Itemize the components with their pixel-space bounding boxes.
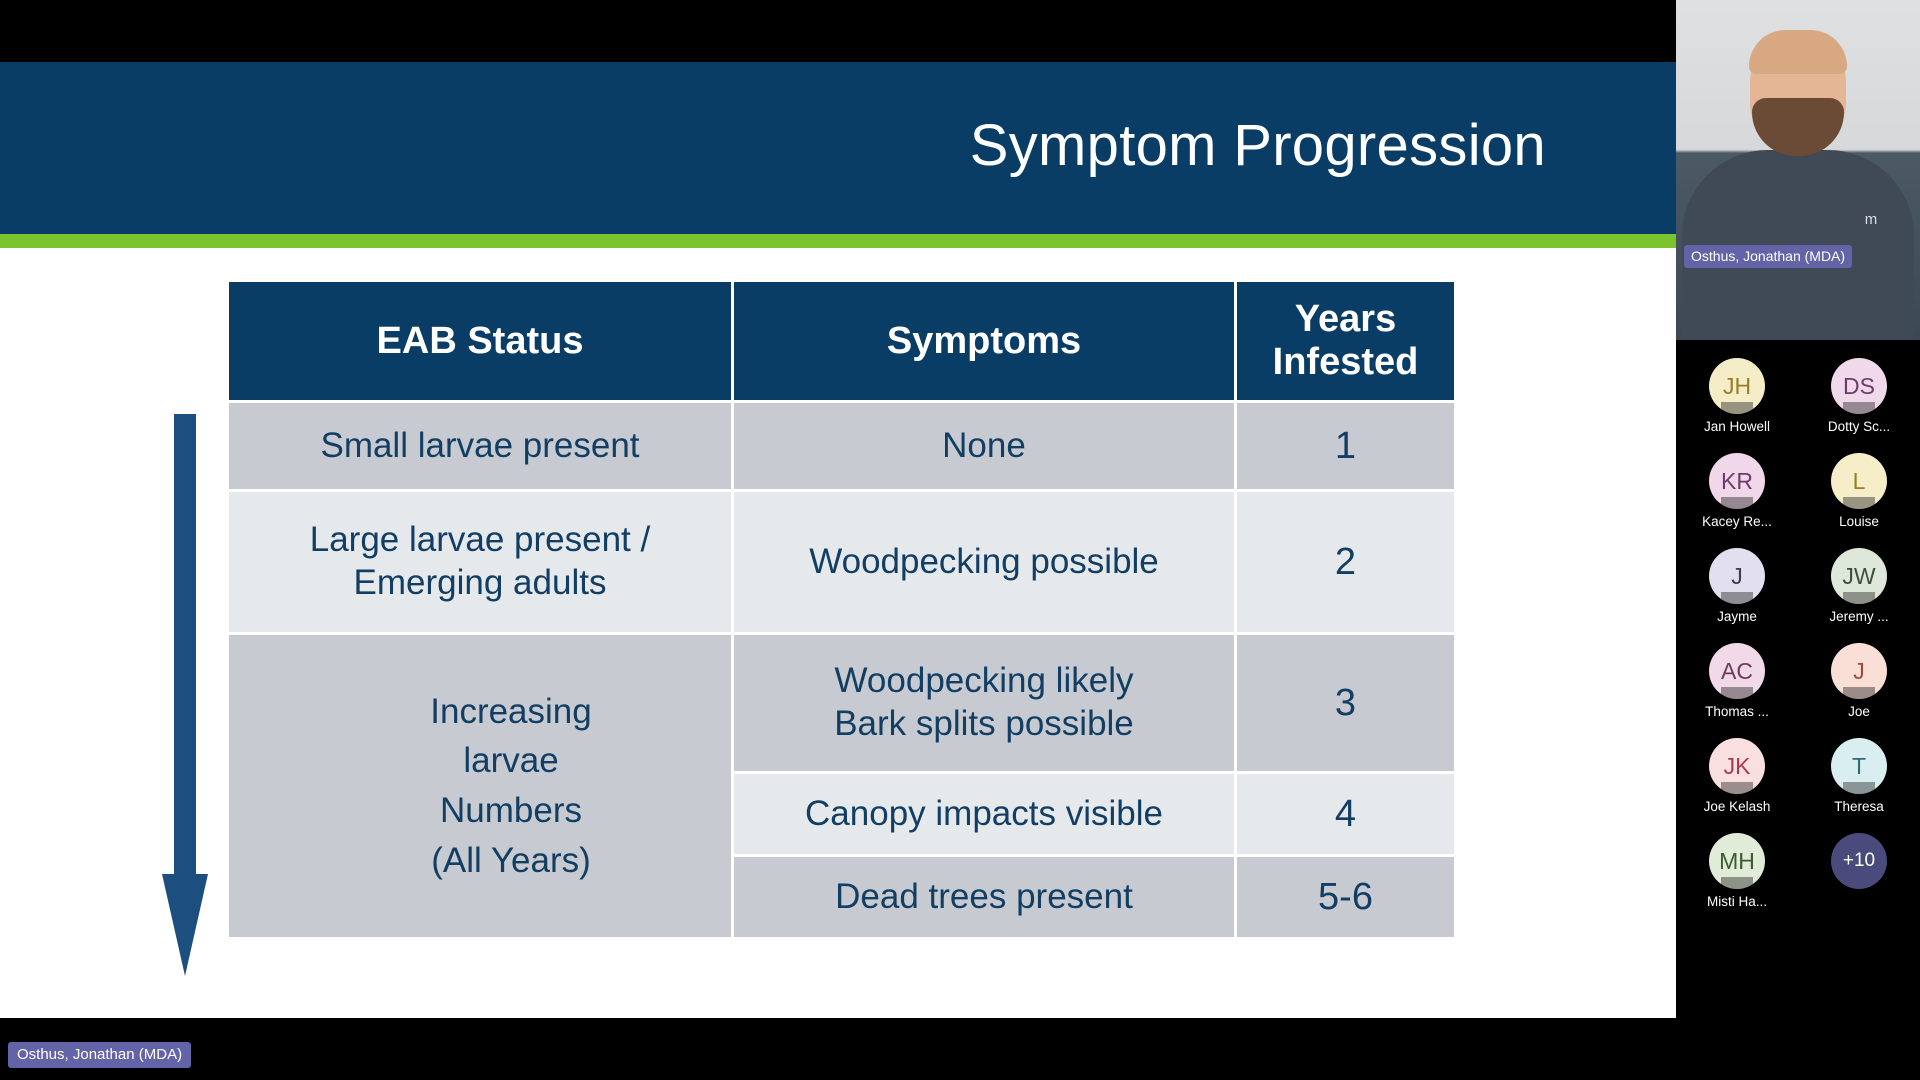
avatar: DS xyxy=(1831,358,1887,414)
self-name-badge: Osthus, Jonathan (MDA) xyxy=(8,1042,192,1068)
cell-years-4: 4 xyxy=(1237,774,1454,854)
participant-name: Misti Ha... xyxy=(1706,894,1767,909)
participant-name: Theresa xyxy=(1834,799,1884,814)
cell-years-3: 3 xyxy=(1237,635,1454,771)
table-row: Large larvae present / Emerging adults W… xyxy=(229,492,1454,632)
symptom-progression-table-wrapper: EAB Status Symptoms Years Infested Small… xyxy=(226,279,1454,940)
cell-symptoms-1: None xyxy=(734,403,1234,489)
table-row: Canopy impacts visible 4 xyxy=(229,774,1454,854)
cell-years-5: 5-6 xyxy=(1237,857,1454,937)
cell-years-1: 1 xyxy=(1237,403,1454,489)
participant-tile[interactable]: JH Jan Howell xyxy=(1676,352,1798,447)
participant-name: Joe xyxy=(1848,704,1870,719)
table-row: Small larvae present None 1 xyxy=(229,403,1454,489)
table-row: Dead trees present 5-6 xyxy=(229,857,1454,937)
accent-rule xyxy=(0,234,1676,248)
cell-symptoms-4: Canopy impacts visible xyxy=(734,774,1234,854)
table-row: Increasing larvae Numbers (All Years) Wo… xyxy=(229,635,1454,937)
avatar: L xyxy=(1831,453,1887,509)
table-header-row: EAB Status Symptoms Years Infested xyxy=(229,282,1454,400)
avatar: J xyxy=(1831,643,1887,699)
merged-line2: larvae xyxy=(463,741,559,781)
participant-tile[interactable]: L Louise xyxy=(1798,447,1920,542)
merged-line1: Increasing xyxy=(430,691,592,731)
cell-eab-status-2: Large larvae present / Emerging adults xyxy=(229,492,731,632)
cell-eab-status-merged: Increasing larvae Numbers (All Years) xyxy=(229,635,731,937)
symptoms-3-line1: Woodpecking likely xyxy=(834,661,1134,701)
eab-status-2-line1: Large larvae present / xyxy=(309,520,651,560)
presenter-video-tile[interactable]: m Osthus, Jonathan (MDA) xyxy=(1676,0,1920,340)
participant-name: Louise xyxy=(1839,514,1879,529)
presenter-name-badge: Osthus, Jonathan (MDA) xyxy=(1684,245,1853,268)
slide-title-band: Symptom Progression xyxy=(0,62,1676,234)
avatar: AC xyxy=(1709,643,1765,699)
column-header-eab-status: EAB Status xyxy=(229,282,731,400)
participant-tile[interactable]: +10 xyxy=(1798,827,1920,922)
participant-name: Joe Kelash xyxy=(1703,799,1771,814)
column-header-years-infested: Years Infested xyxy=(1237,282,1454,400)
avatar: KR xyxy=(1709,453,1765,509)
participant-overflow-avatar: +10 xyxy=(1831,833,1887,889)
avatar: T xyxy=(1831,738,1887,794)
participant-name: Thomas ... xyxy=(1705,704,1769,719)
participant-tile[interactable]: AC Thomas ... xyxy=(1676,637,1798,732)
cell-eab-status-1: Small larvae present xyxy=(229,403,731,489)
participant-tile[interactable]: JK Joe Kelash xyxy=(1676,732,1798,827)
participant-name: Dotty Sc... xyxy=(1827,419,1891,434)
shared-content-stage: Symptom Progression EAB Status Symptoms xyxy=(0,62,1676,1018)
participant-tile[interactable]: J Jayme xyxy=(1676,542,1798,637)
shirt-logo-icon: m xyxy=(1864,211,1878,228)
cell-symptoms-2: Woodpecking possible xyxy=(734,492,1234,632)
avatar: JW xyxy=(1831,548,1887,604)
merged-line3: Numbers xyxy=(440,791,582,830)
participant-tile[interactable]: MH Misti Ha... xyxy=(1676,827,1798,922)
years-header-line2: Infested xyxy=(1272,341,1419,383)
years-header-line1: Years xyxy=(1294,298,1397,341)
slide-title: Symptom Progression xyxy=(969,113,1546,178)
participant-tile[interactable]: JW Jeremy ... xyxy=(1798,542,1920,637)
participant-name: Kacey Re... xyxy=(1702,514,1772,529)
symptoms-3-line2: Bark splits possible xyxy=(834,704,1134,743)
cell-symptoms-3: Woodpecking likely Bark splits possible xyxy=(734,635,1234,771)
participant-name: Jeremy ... xyxy=(1829,609,1889,624)
participant-tile[interactable]: J Joe xyxy=(1798,637,1920,732)
presenter-hair xyxy=(1749,30,1847,74)
participant-name: Jan Howell xyxy=(1703,419,1771,434)
symptom-progression-table: EAB Status Symptoms Years Infested Small… xyxy=(226,279,1457,940)
column-header-symptoms: Symptoms xyxy=(734,282,1234,400)
presentation-slide: Symptom Progression EAB Status Symptoms xyxy=(0,62,1676,1018)
cell-symptoms-5: Dead trees present xyxy=(734,857,1234,937)
participant-tile[interactable]: DS Dotty Sc... xyxy=(1798,352,1920,447)
cell-years-2: 2 xyxy=(1237,492,1454,632)
avatar: J xyxy=(1709,548,1765,604)
participant-tile[interactable]: T Theresa xyxy=(1798,732,1920,827)
eab-status-2-line2: Emerging adults xyxy=(353,563,607,602)
participant-tile[interactable]: KR Kacey Re... xyxy=(1676,447,1798,542)
merged-line4: (All Years) xyxy=(431,840,591,880)
avatar: MH xyxy=(1709,833,1765,889)
avatar: JH xyxy=(1709,358,1765,414)
avatar: JK xyxy=(1709,738,1765,794)
participant-name: Jayme xyxy=(1717,609,1757,624)
downward-arrow-icon xyxy=(162,414,208,976)
